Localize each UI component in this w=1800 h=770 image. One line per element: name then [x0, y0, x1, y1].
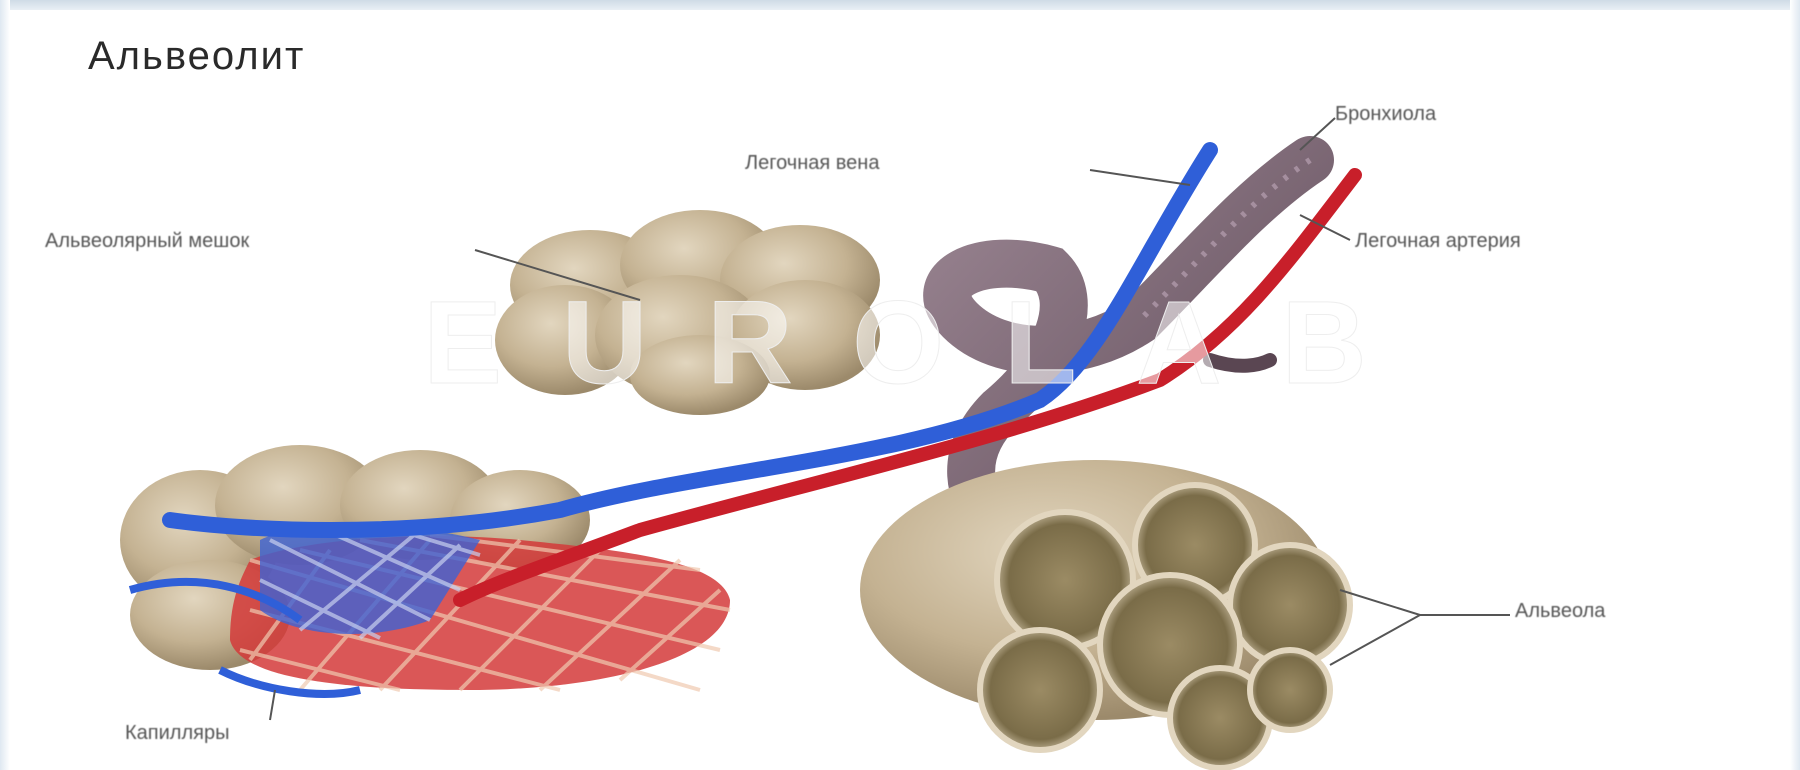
label-alveolar-sac: Альвеолярный мешок [45, 230, 249, 253]
page-title: Альвеолит [88, 34, 305, 79]
label-bronchiole: Бронхиола [1335, 103, 1436, 126]
alveolar-sac-upper [495, 210, 880, 415]
label-alveolus: Альвеола [1515, 600, 1605, 623]
label-capillaries: Капилляры [125, 722, 229, 745]
capillary-mesh [230, 525, 730, 690]
label-pulmonary-artery: Легочная артерия [1355, 230, 1521, 253]
alveoli-cluster-right [860, 460, 1350, 768]
label-pulmonary-vein: Легочная вена [745, 152, 879, 175]
